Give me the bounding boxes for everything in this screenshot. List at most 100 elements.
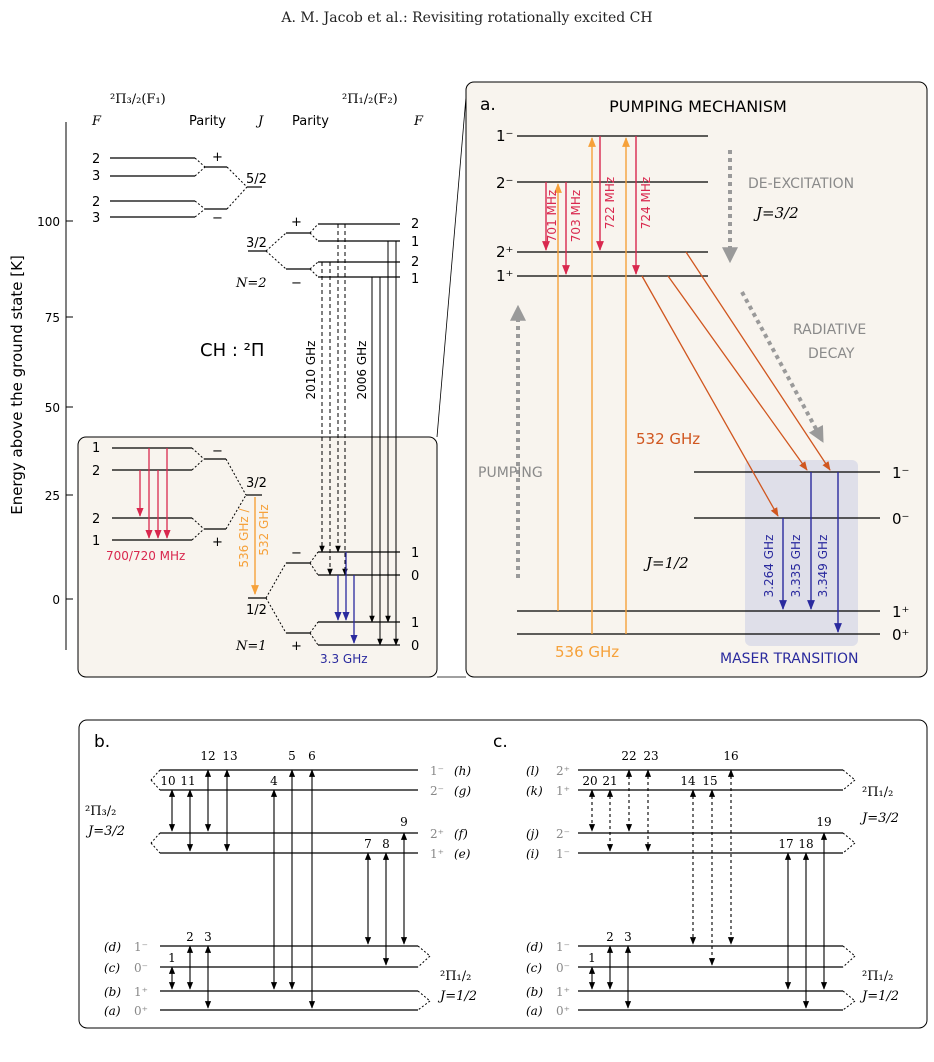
y-ticks: 0 25 50 75 100 [37, 215, 73, 607]
f1-lower-level-label: 2 [92, 464, 100, 479]
panel-b: b. 1⁻ (h) 2⁻ [85, 732, 477, 1018]
panel-a-lower-level: 1⁺ [892, 603, 909, 621]
transition-2006-label: 2006 GHz [355, 341, 369, 400]
panel-a-freq-label: 703 MHz [569, 190, 583, 242]
f1-upper-level-label: 3 [92, 211, 100, 226]
panel-c-upper-sym: 2⁺ [556, 764, 570, 778]
transition-number: 2 [606, 930, 614, 944]
maser-freq-label: 3.264 GHz [762, 535, 776, 598]
y-tick-label: 25 [45, 489, 60, 503]
panel-c-upper-sym: 2⁻ [556, 827, 570, 841]
maser-freq-label: 3.335 GHz [789, 535, 803, 598]
panel-c-upper-state: ²Π₁/₂ [862, 785, 893, 800]
panel-b-lower-sym: 1⁺ [134, 985, 148, 999]
f2-n2-level-label: 2 [411, 217, 419, 232]
panel-a-freq-label: 724 MHz [639, 177, 653, 229]
panel-b-upper-sym: 2⁻ [430, 784, 444, 798]
f1-upper-parity: + [212, 150, 223, 165]
transition-number: 17 [778, 837, 793, 851]
f1-lower-level-label: 2 [92, 512, 100, 527]
transition-number: 1 [168, 951, 176, 965]
panel-c-upper-tag: (l) [526, 764, 540, 778]
y-axis-label: Energy above the ground state [K] [8, 255, 26, 515]
j-label-32-low: 3/2 [246, 476, 267, 491]
panel-b-lower-tag: (b) [104, 985, 121, 999]
panel-a-upper-level: 2⁻ [496, 174, 513, 192]
panel-a-freq-label: 722 MHz [603, 177, 617, 229]
panel-c-upper-tag: (i) [526, 847, 540, 861]
f2-n2-parity: + [291, 215, 302, 230]
f1-upper-level-label: 2 [92, 195, 100, 210]
panel-b-lower-j: J=1/2 [437, 989, 477, 1004]
panel-a-532-label: 532 GHz [636, 430, 700, 448]
panel-a-label: a. [480, 95, 496, 115]
panel-c-upper-tag: (k) [526, 784, 543, 798]
f2-n2-level-label: 1 [411, 235, 419, 250]
f2-n2-level-label: 1 [411, 272, 419, 287]
transition-number: 19 [816, 815, 831, 829]
panel-a-upper-level: 1⁺ [496, 267, 513, 285]
transition-number: 5 [288, 749, 296, 763]
panel-c-lower-sym: 1⁻ [556, 940, 570, 954]
left-energy-diagram: 0 25 50 75 100 Energy above the ground s… [8, 92, 467, 678]
panel-c-upper-sym: 1⁺ [556, 784, 570, 798]
j-label-52: 5/2 [246, 172, 267, 187]
panel-a-title: PUMPING MECHANISM [609, 97, 787, 116]
panel-b-upper-j: J=3/2 [85, 824, 125, 839]
transition-number: 4 [270, 774, 278, 788]
col-f-right: F [413, 114, 424, 129]
f2-n1-level-label: 1 [411, 616, 419, 631]
transition-number: 23 [643, 749, 658, 763]
panel-c: c. (l) 2⁺ (k) [493, 732, 899, 1018]
f1-lower-parity: + [212, 535, 223, 550]
panel-a-lower-level: 1⁻ [892, 464, 909, 482]
panel-c-lower-state: ²Π₁/₂ [862, 969, 893, 984]
panel-a-lower-level: 0⁺ [892, 626, 909, 644]
panel-c-lower-tag: (b) [526, 985, 543, 999]
panel-b-lower-tag: (c) [104, 961, 120, 975]
panel-a-freq-label: 701 MHz [545, 190, 559, 242]
panel-c-lower-sym: 1⁺ [556, 985, 570, 999]
panel-c-lower-tag: (a) [526, 1004, 543, 1018]
transition-number: 2 [186, 930, 194, 944]
f2-title: ²Π₁/₂(F₂) [342, 92, 398, 107]
col-parity-left: Parity [189, 114, 226, 129]
f2-n1-level-label: 1 [411, 546, 419, 561]
panel-c-lower-tag: (c) [526, 961, 542, 975]
maser-transition-label: MASER TRANSITION [720, 651, 859, 667]
panel-c-upper-j: J=3/2 [859, 811, 899, 826]
f1-upper-level-label: 3 [92, 169, 100, 184]
panels-bc: b. 1⁻ (h) 2⁻ [78, 719, 928, 1029]
panel-b-lower-tag: (d) [104, 940, 121, 954]
f1-upper-parity: − [212, 211, 223, 226]
panel-a-lower-level: 0⁻ [892, 510, 909, 528]
j-label-12: 1/2 [246, 603, 267, 618]
panel-b-lower-sym: 0⁻ [134, 961, 148, 975]
transition-2010-label: 2010 GHz [304, 341, 318, 400]
f2-n1-parity: − [291, 546, 302, 561]
deexcitation-label: DE-EXCITATION [748, 176, 854, 192]
transition-number: 15 [702, 774, 717, 788]
panel-bc-box [78, 719, 928, 1029]
panel-b-lower-sym: 0⁺ [134, 1004, 148, 1018]
page-header: A. M. Jacob et al.: Revisiting rotationa… [281, 10, 653, 26]
y-tick-label: 0 [52, 593, 60, 607]
f2-n2-level-label: 2 [411, 255, 419, 270]
transition-number: 20 [582, 774, 597, 788]
panel-c-label: c. [493, 732, 508, 752]
panel-b-lower-sym: 1⁻ [134, 940, 148, 954]
transition-number: 16 [723, 749, 738, 763]
panel-b-upper-tag: (h) [454, 764, 471, 778]
panel-b-label: b. [94, 732, 110, 752]
col-parity-right: Parity [292, 114, 329, 129]
transition-number: 3 [624, 930, 632, 944]
panel-a-j32: J=3/2 [753, 204, 799, 222]
maser-33-label: 3.3 GHz [320, 652, 368, 666]
panel-a-536-label: 536 GHz [555, 643, 619, 661]
panel-b-upper-tag: (g) [454, 784, 471, 798]
panel-b-upper-sym: 1⁺ [430, 847, 444, 861]
panel-c-lower-sym: 0⁻ [556, 961, 570, 975]
decay-label: DECAY [808, 346, 855, 362]
panel-b-lower-state: ²Π₁/₂ [440, 969, 471, 984]
